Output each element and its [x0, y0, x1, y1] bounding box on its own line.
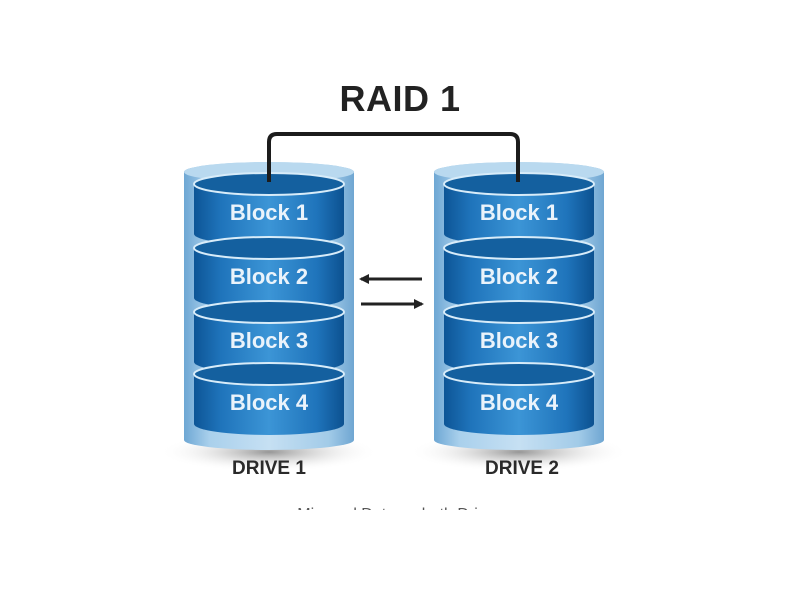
- block-1: Block 1: [193, 172, 345, 245]
- block-1: Block 1: [443, 172, 595, 245]
- block-label: Block 3: [480, 328, 558, 353]
- block-label: Block 3: [230, 328, 308, 353]
- block-body: [194, 184, 344, 245]
- diagram-title: RAID 1: [339, 78, 461, 119]
- block-top: [443, 236, 595, 260]
- block-label: Block 2: [230, 264, 308, 289]
- block-label: Block 1: [480, 200, 558, 225]
- drive-2: Block 1 Block 2 Block 3 Block 4: [409, 162, 629, 472]
- block-body: [444, 312, 594, 373]
- block-body: [194, 248, 344, 309]
- block-top: [193, 300, 345, 324]
- block-top: [443, 300, 595, 324]
- block-label: Block 1: [230, 200, 308, 225]
- block-top: [443, 362, 595, 386]
- block-2: Block 2: [193, 236, 345, 309]
- block-body: [444, 248, 594, 309]
- block-body: [444, 184, 594, 245]
- block-label: Block 2: [480, 264, 558, 289]
- block-label: Block 4: [230, 390, 309, 415]
- block-top: [193, 362, 345, 386]
- block-body: [444, 374, 594, 435]
- caption: Mirrored Data on both Drives: [230, 500, 570, 510]
- block-4: Block 4: [193, 362, 345, 435]
- block-body: [194, 374, 344, 435]
- block-2: Block 2: [443, 236, 595, 309]
- block-3: Block 3: [193, 300, 345, 373]
- drive-1: Block 1 Block 2 Block 3 Block 4: [159, 162, 379, 472]
- block-label: Block 4: [480, 390, 559, 415]
- block-4: Block 4: [443, 362, 595, 435]
- mirror-connector: [267, 132, 520, 182]
- block-top: [193, 236, 345, 260]
- block-body: [194, 312, 344, 373]
- drive-1-label: DRIVE 1: [232, 458, 306, 479]
- drive-2-label: DRIVE 2: [485, 458, 559, 479]
- block-3: Block 3: [443, 300, 595, 373]
